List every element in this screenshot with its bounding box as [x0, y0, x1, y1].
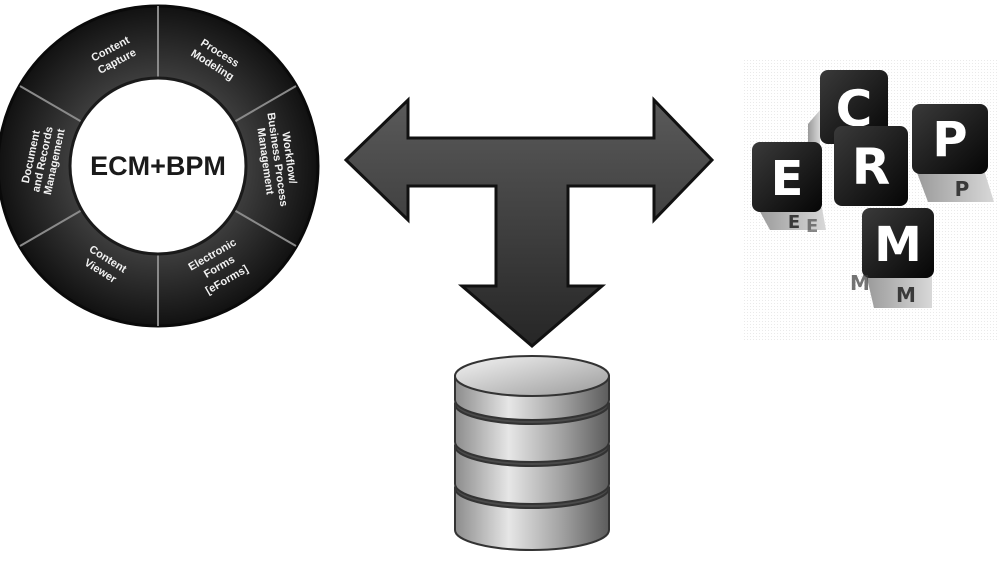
erp-crm-cubes: C E E R P P M M E M — [742, 60, 998, 340]
svg-text:M: M — [896, 283, 916, 307]
database-icon — [454, 355, 610, 551]
cube-r: R — [834, 126, 908, 206]
three-way-arrow-icon — [343, 96, 715, 348]
wheel-dividers — [19, 6, 297, 326]
svg-text:P: P — [932, 112, 967, 168]
svg-text:R: R — [852, 138, 891, 196]
cube-m: M M — [862, 208, 934, 308]
cube-p: P P — [912, 104, 994, 202]
wheel-center-label: ECM+BPM — [90, 151, 226, 181]
cube-side-letter-e: E — [806, 216, 818, 237]
svg-text:M: M — [874, 217, 922, 273]
cube-e: E E — [752, 142, 826, 233]
ecm-bpm-wheel: ECM+BPM Content Capture Process Modeling… — [0, 4, 320, 328]
svg-text:E: E — [771, 151, 804, 207]
wheel-center-circle — [68, 76, 248, 256]
svg-text:P: P — [955, 177, 970, 201]
svg-text:E: E — [788, 212, 800, 233]
cube-side-letter-m: M — [850, 271, 870, 295]
